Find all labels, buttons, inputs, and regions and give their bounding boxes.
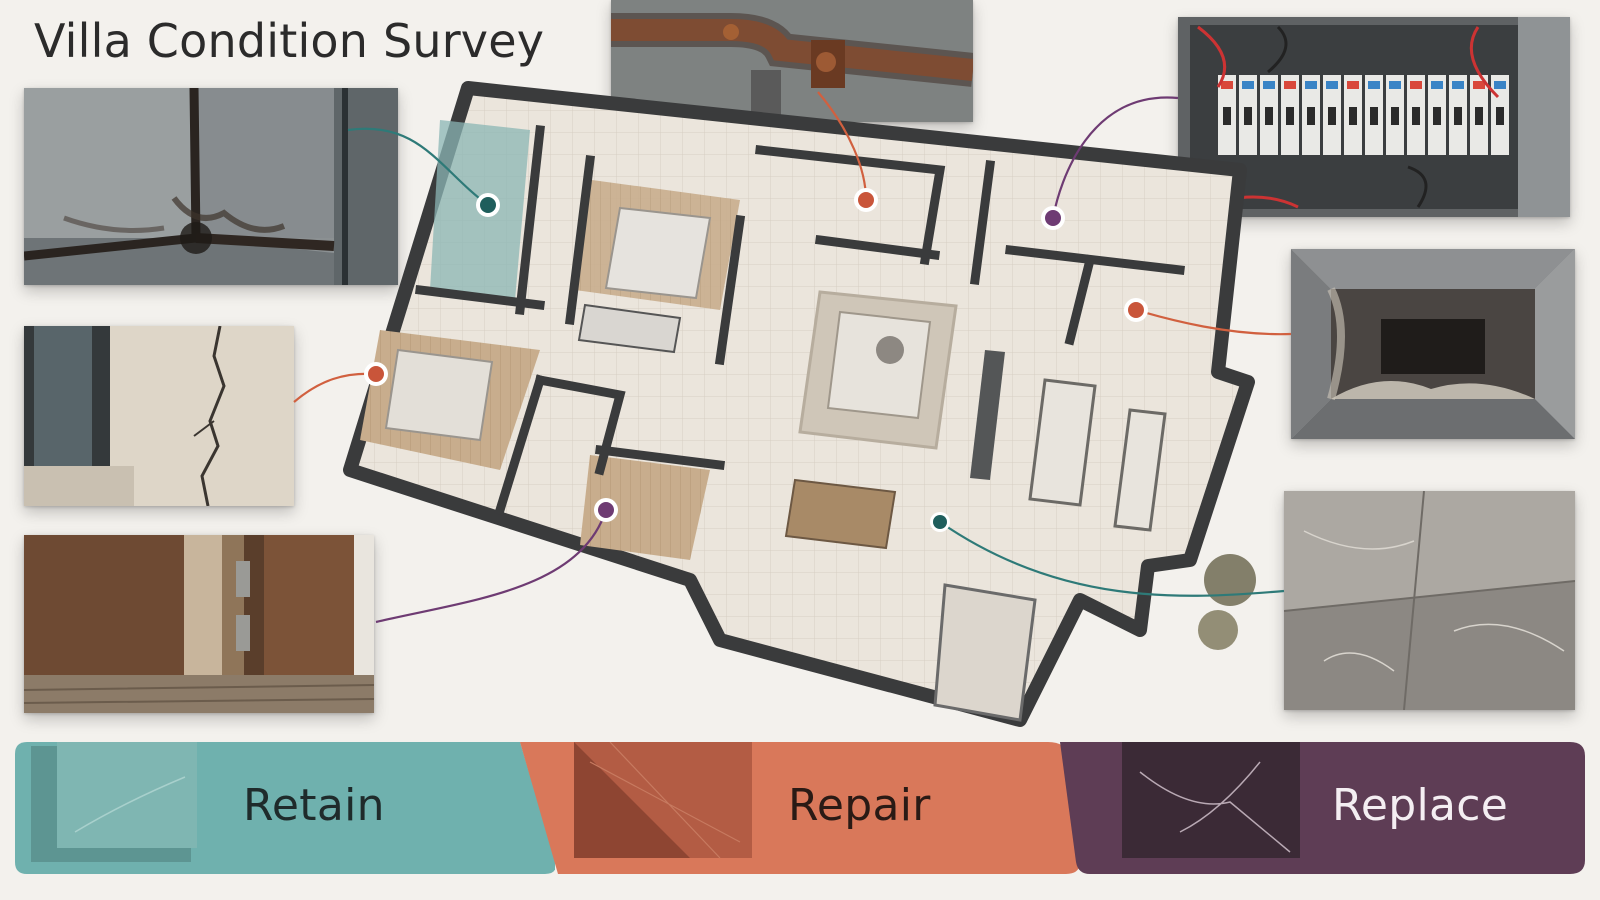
pin-duct-dust[interactable] [1124,298,1148,322]
connector-electrical-panel [1051,96,1179,219]
legend-retain[interactable]: Retain [15,742,555,874]
legend-repair-label: Repair [788,780,931,831]
status-legend: Retain Repair Replace [0,742,1600,874]
connector-door-damage [375,509,608,624]
connector-marble-floor [939,521,1285,597]
pin-door-damage[interactable] [594,498,618,522]
pin-mould-corner[interactable] [476,193,500,217]
pin-electrical-panel[interactable] [1041,206,1065,230]
legend-repair[interactable]: Repair [520,742,1080,874]
photo-marble-floor[interactable] [1284,491,1575,710]
legend-replace-label: Replace [1332,780,1509,831]
page-title: Villa Condition Survey [34,14,545,68]
legend-retain-label: Retain [243,780,385,831]
connector-wall-crack [293,372,377,403]
photo-electrical-panel[interactable] [1178,17,1570,217]
pin-wall-crack[interactable] [364,362,388,386]
legend-replace[interactable]: Replace [1060,742,1585,874]
photo-corroded-pipes[interactable] [611,0,973,122]
photo-door-damage[interactable] [24,535,374,713]
floor-slab [343,81,1255,727]
pin-corroded-pipes[interactable] [854,188,878,212]
pin-marble-floor[interactable] [930,512,950,532]
photo-mould-corner[interactable] [24,88,398,285]
photo-wall-crack[interactable] [24,326,294,506]
photo-duct-dust[interactable] [1291,249,1575,439]
connector-duct-dust [1135,308,1292,336]
